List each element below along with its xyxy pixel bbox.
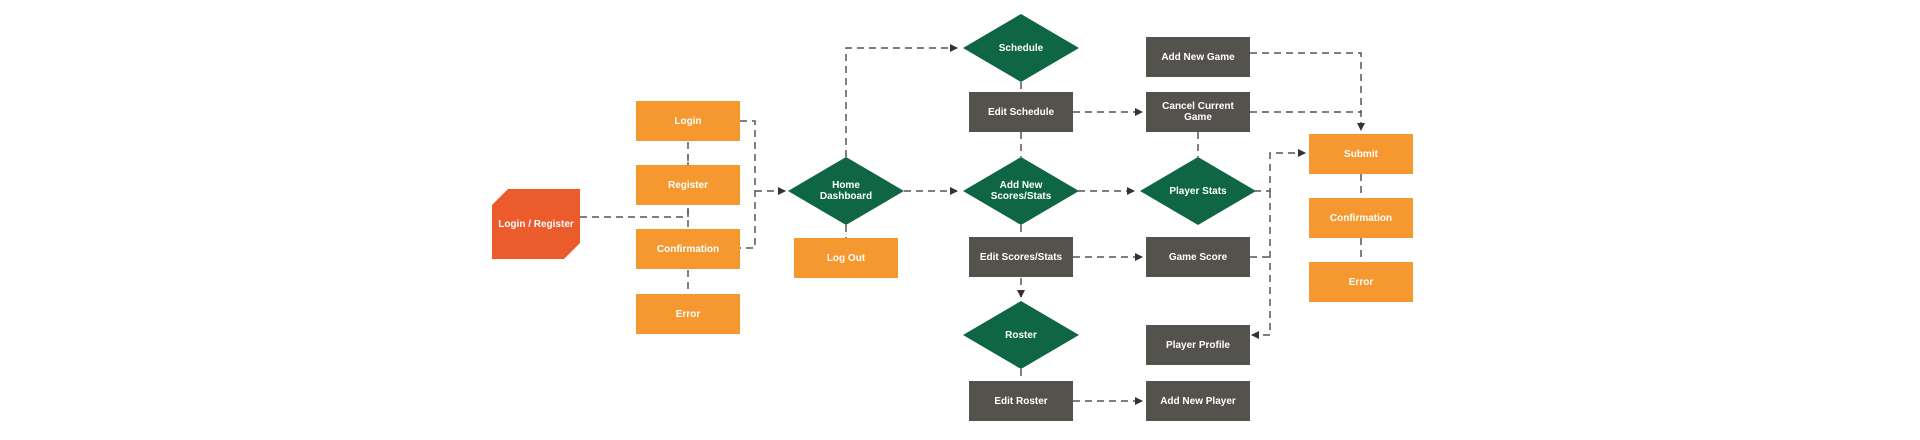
add-new-game-label: Add New Game <box>1161 51 1235 63</box>
game-score-node[interactable]: Game Score <box>1146 237 1250 277</box>
cancel-current-game-node[interactable]: Cancel Current Game <box>1146 92 1250 132</box>
log-out-label: Log Out <box>826 252 866 264</box>
confirmation-submit-label: Confirmation <box>1329 212 1393 224</box>
home-dashboard-node[interactable]: Home Dashboard <box>788 157 904 225</box>
connector-stats-to-submit <box>1254 149 1306 192</box>
add-new-game-node[interactable]: Add New Game <box>1146 37 1250 77</box>
schedule-label: Schedule <box>998 42 1044 54</box>
connector-login-to-home <box>740 120 756 249</box>
login-label: Login <box>674 115 702 127</box>
edit-roster-node[interactable]: Edit Roster <box>969 381 1073 421</box>
add-new-player-label: Add New Player <box>1160 395 1236 407</box>
schedule-node[interactable]: Schedule <box>963 14 1079 82</box>
edit-roster-label: Edit Roster <box>994 395 1048 407</box>
home-dashboard-label: Home Dashboard <box>819 180 873 202</box>
edit-scores-stats-node[interactable]: Edit Scores/Stats <box>969 237 1073 277</box>
add-new-player-node[interactable]: Add New Player <box>1146 381 1250 421</box>
error-auth-label: Error <box>675 308 701 320</box>
edit-schedule-label: Edit Schedule <box>987 106 1055 118</box>
cancel-current-game-label: Cancel Current Game <box>1162 101 1234 123</box>
start-node-login-register[interactable]: Login / Register <box>492 189 580 259</box>
edit-schedule-node[interactable]: Edit Schedule <box>969 92 1073 132</box>
player-profile-node[interactable]: Player Profile <box>1146 325 1250 365</box>
game-score-label: Game Score <box>1168 251 1228 263</box>
confirmation-auth-node[interactable]: Confirmation <box>636 229 740 269</box>
error-submit-label: Error <box>1348 276 1374 288</box>
diamond-shape <box>963 14 1079 82</box>
submit-label: Submit <box>1344 148 1378 160</box>
error-auth-node[interactable]: Error <box>636 294 740 334</box>
start-node-label: Login / Register <box>498 218 574 230</box>
connector-bus-to-profile <box>1251 191 1271 339</box>
error-submit-node[interactable]: Error <box>1309 262 1413 302</box>
diamond-shape <box>963 301 1079 369</box>
log-out-node[interactable]: Log Out <box>794 238 898 278</box>
register-label: Register <box>667 179 708 191</box>
roster-node[interactable]: Roster <box>963 301 1079 369</box>
player-profile-label: Player Profile <box>1166 339 1230 351</box>
player-stats-label: Player Stats <box>1169 185 1227 197</box>
edit-scores-stats-label: Edit Scores/Stats <box>979 251 1063 263</box>
connector-home-to-schedule <box>845 44 958 157</box>
diamond-shape <box>1140 157 1256 225</box>
add-new-scores-stats-label: Add New Scores/Stats <box>990 180 1052 202</box>
register-node[interactable]: Register <box>636 165 740 205</box>
diamond-shape <box>788 157 904 225</box>
confirmation-auth-label: Confirmation <box>656 243 720 255</box>
connector-addgame-to-submit <box>1250 52 1365 131</box>
diamond-shape <box>963 157 1079 225</box>
start-shape <box>492 189 580 259</box>
confirmation-submit-node[interactable]: Confirmation <box>1309 198 1413 238</box>
submit-node[interactable]: Submit <box>1309 134 1413 174</box>
roster-label: Roster <box>1005 329 1037 341</box>
add-new-scores-stats-node[interactable]: Add New Scores/Stats <box>963 157 1079 225</box>
player-stats-node[interactable]: Player Stats <box>1140 157 1256 225</box>
login-node[interactable]: Login <box>636 101 740 141</box>
